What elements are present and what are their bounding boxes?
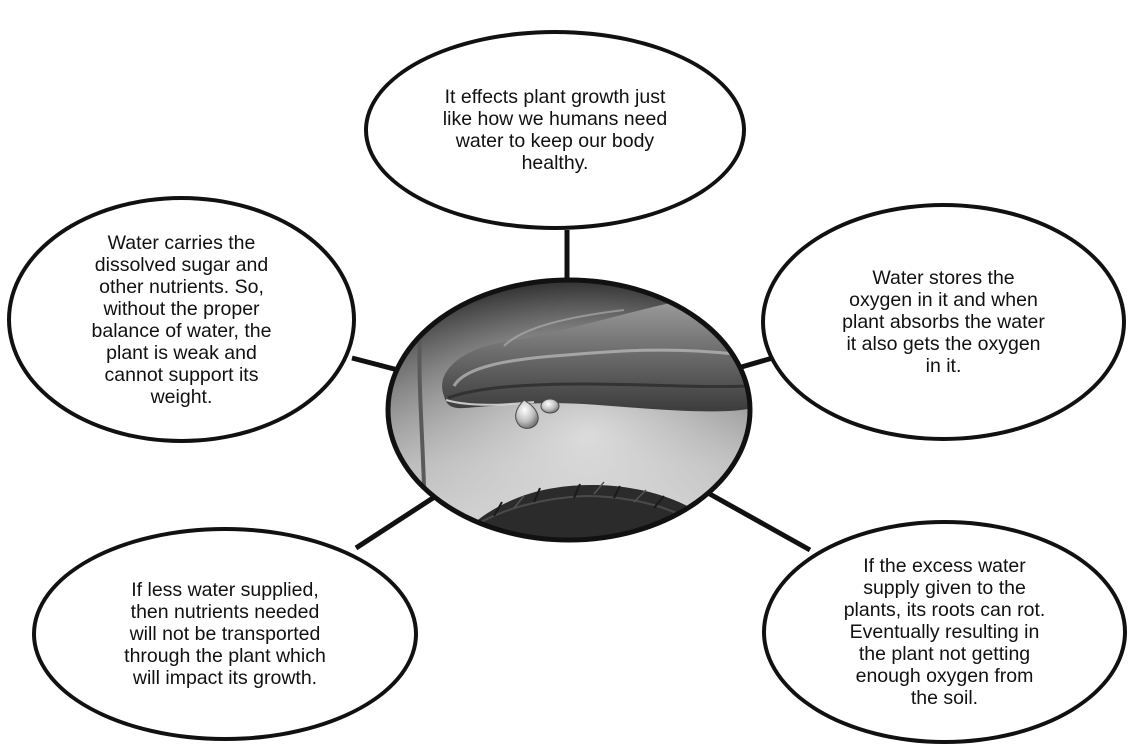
bubble-right-text: Water stores the oxygen in it and when p… <box>794 267 1093 377</box>
bubble-bottom-right-text: If the excess water supply given to the … <box>804 555 1086 709</box>
bubble-left-text: Water carries the dissolved sugar and ot… <box>50 232 314 408</box>
bubble-bottom-left-text: If less water supplied, then nutrients n… <box>76 579 374 689</box>
bubble-right: Water stores the oxygen in it and when p… <box>761 203 1126 441</box>
bubble-bottom-right: If the excess water supply given to the … <box>762 520 1127 744</box>
bubble-bottom-left: If less water supplied, then nutrients n… <box>32 527 418 741</box>
bubble-top-text: It effects plant growth just like how we… <box>407 86 703 174</box>
bubble-top: It effects plant growth just like how we… <box>364 30 746 230</box>
center-photo-hand-water-drop <box>384 276 754 544</box>
bubble-left: Water carries the dissolved sugar and ot… <box>7 196 356 443</box>
